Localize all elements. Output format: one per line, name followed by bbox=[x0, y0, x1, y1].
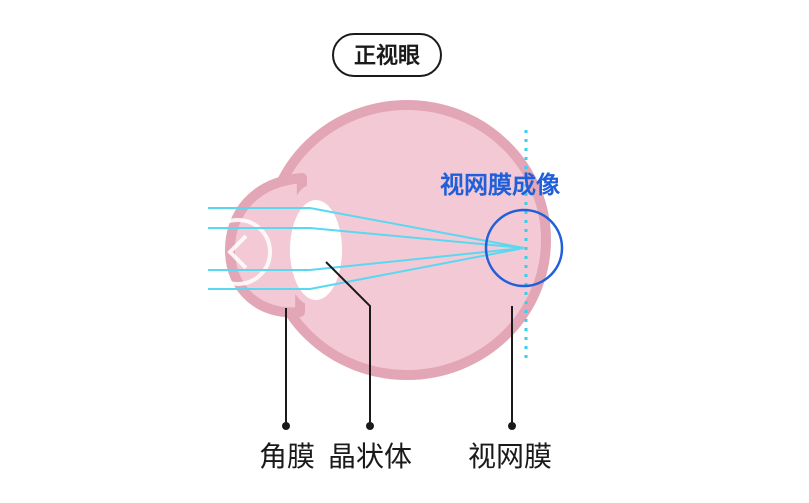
label-lens: 晶状体 bbox=[328, 440, 412, 473]
leader-lens bbox=[325, 261, 371, 424]
label-retina: 视网膜 bbox=[468, 440, 552, 473]
title-badge: 正视眼 bbox=[332, 33, 442, 77]
title-text: 正视眼 bbox=[354, 43, 420, 69]
cornea-outline bbox=[204, 218, 272, 286]
focus-label: 视网膜成像 bbox=[440, 171, 561, 199]
label-cornea: 角膜 bbox=[259, 440, 315, 473]
leader-dot-retina bbox=[508, 422, 516, 430]
focus-ring bbox=[484, 208, 564, 288]
leader-dots bbox=[282, 422, 516, 430]
lens bbox=[290, 200, 342, 300]
leader-dot-cornea bbox=[282, 422, 290, 430]
leader-dot-lens bbox=[366, 422, 374, 430]
eyeball bbox=[225, 100, 551, 380]
leader-lines bbox=[285, 261, 513, 424]
